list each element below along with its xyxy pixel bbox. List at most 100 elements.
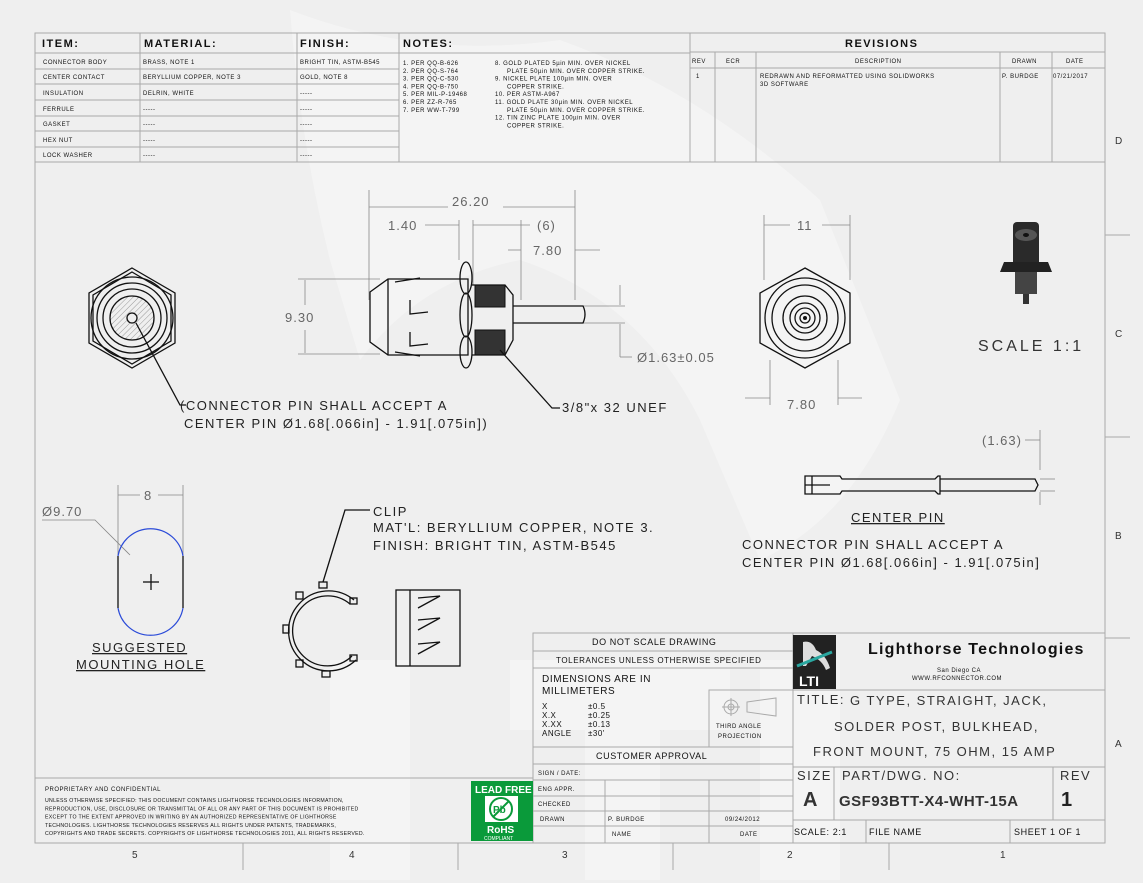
- projection-line-2: PROJECTION: [718, 734, 762, 740]
- item-header: ITEM:: [42, 38, 79, 50]
- bom-finish-cell: -----: [300, 122, 313, 128]
- badge-rohs: RoHS: [487, 825, 515, 836]
- note-item: 2. PER QQ-S-764: [403, 69, 459, 75]
- proprietary-title: PROPRIETARY AND CONFIDENTIAL: [45, 787, 161, 793]
- zone-col-3: 3: [562, 850, 568, 861]
- bom-item-cell: CENTER CONTACT: [43, 75, 105, 81]
- note-item: 5. PER MIL-P-19468: [403, 92, 468, 98]
- title-line-2: SOLDER POST, BULKHEAD,: [834, 719, 1039, 734]
- revision-description: REDRAWN AND REFORMATTED USING SOLIDWORKS: [760, 74, 935, 80]
- center-pin-label: CENTER PIN: [851, 510, 945, 525]
- watermark-logo: [290, 10, 900, 880]
- badge-pb-symbol: Pb: [493, 805, 506, 816]
- proprietary-line: EXCEPT TO THE EXTENT APPROVED IN WRITING…: [45, 815, 337, 821]
- bom-item-cell: CONNECTOR BODY: [43, 60, 107, 66]
- tolerance-value: ±0.13: [588, 720, 611, 729]
- tolerance-value: ±0.5: [588, 702, 606, 711]
- date-header: DATE: [740, 832, 758, 838]
- ecr-col-header: ECR: [726, 59, 740, 65]
- revision-description-cont: 3D SOFTWARE: [760, 82, 809, 88]
- pin-note-line-1: (CONNECTOR PIN SHALL ACCEPT A: [180, 398, 448, 413]
- company-logo: LTI: [793, 635, 836, 689]
- badge-lead-free: LEAD FREE: [475, 785, 532, 796]
- tolerance-value: ±30': [588, 729, 605, 738]
- dim-pin-length: 7.80: [533, 243, 562, 258]
- bom-item-cell: HEX NUT: [43, 138, 73, 144]
- title-line-1: G TYPE, STRAIGHT, JACK,: [850, 693, 1048, 708]
- note-item: COPPER STRIKE.: [507, 84, 564, 90]
- revisions-table: REVISIONS REV ECR DESCRIPTION DRAWN DATE…: [689, 32, 1106, 163]
- note-item: 9. NICKEL PLATE 100µin MIN. OVER: [495, 77, 612, 83]
- bom-item-cell: INSULATION: [43, 91, 84, 97]
- description-col-header: DESCRIPTION: [855, 59, 902, 65]
- part-number: GSF93BTT-X4-WHT-15A: [839, 793, 1019, 810]
- clip-finish: FINISH: BRIGHT TIN, ASTM-B545: [373, 538, 617, 553]
- front-view-right: [745, 215, 862, 405]
- note-item: 1. PER QQ-B-626: [403, 61, 459, 67]
- size-label: SIZE: [797, 768, 832, 783]
- dim-hole-width: 8: [144, 488, 152, 503]
- bom-finish-cell: -----: [300, 91, 313, 97]
- bom-item-cell: FERRULE: [43, 107, 75, 113]
- dim-thread-ref: (6): [537, 218, 556, 233]
- bom-item-cell: GASKET: [43, 122, 70, 128]
- zone-row-d: D: [1115, 136, 1122, 147]
- note-item: 12. TIN ZINC PLATE 100µin MIN. OVER: [495, 116, 621, 122]
- scale-value: SCALE: 2:1: [794, 827, 847, 837]
- bom-material-cell: -----: [143, 107, 156, 113]
- zone-ticks: [242, 234, 1130, 870]
- dim-hole-diameter: Ø9.70: [42, 504, 82, 519]
- bom-material-cell: -----: [143, 153, 156, 159]
- zone-row-b: B: [1115, 531, 1122, 542]
- dim-flange: 1.40: [388, 218, 417, 233]
- proprietary-line: COPYRIGHTS AND TRADE SECRETS. COPYRIGHTS…: [45, 831, 365, 837]
- center-pin-view: [804, 430, 1055, 505]
- clip-material: MAT'L: BERYLLIUM COPPER, NOTE 3.: [373, 520, 654, 535]
- tolerance-label: X.XX: [542, 720, 562, 729]
- drawn-label: DRAWN: [540, 817, 565, 823]
- note-item: 8. GOLD PLATED 5µin MIN. OVER NICKEL: [495, 61, 631, 67]
- zone-col-1: 1: [1000, 850, 1006, 861]
- badge-compliant: COMPLIANT: [484, 836, 513, 842]
- drawn-date: 09/24/2012: [725, 817, 760, 823]
- dim-height: 9.30: [285, 310, 314, 325]
- dim-center-pin-ref: (1.63): [982, 433, 1022, 448]
- tolerance-label: ANGLE: [542, 729, 572, 738]
- dim-pin-diameter: Ø1.63±0.05: [637, 350, 715, 365]
- zone-col-2: 2: [787, 850, 793, 861]
- bom-finish-cell: -----: [300, 138, 313, 144]
- rev-value: 1: [1061, 789, 1072, 811]
- bom-finish-cell: BRIGHT TIN, ASTM-B545: [300, 60, 380, 66]
- company-name: Lighthorse Technologies: [868, 641, 1085, 658]
- zone-row-a: A: [1115, 739, 1122, 750]
- note-item: 10. PER ASTM-A967: [495, 92, 560, 98]
- bom-material-cell: BERYLLIUM COPPER, NOTE 3: [143, 75, 241, 81]
- bom-material-cell: DELRIN, WHITE: [143, 91, 194, 97]
- proprietary-line: UNLESS OTHERWISE SPECIFIED: THIS DOCUMEN…: [45, 798, 344, 804]
- sign-date-label: SIGN / DATE:: [538, 771, 581, 777]
- mounting-hole: [42, 485, 184, 636]
- bom-finish-cell: -----: [300, 107, 313, 113]
- do-not-scale: DO NOT SCALE DRAWING: [592, 637, 717, 647]
- bom-material-cell: -----: [143, 122, 156, 128]
- date-col-header: DATE: [1066, 59, 1084, 65]
- eng-appr-label: ENG APPR.: [538, 787, 575, 793]
- mounting-hole-label-1: SUGGESTED: [92, 640, 187, 655]
- bom-item-cell: LOCK WASHER: [43, 153, 93, 159]
- tolerance-label: X: [542, 702, 548, 711]
- bom-material-cell: BRASS, NOTE 1: [143, 60, 195, 66]
- company-location: San Diego CA: [937, 668, 981, 674]
- zone-row-c: C: [1115, 329, 1122, 340]
- note-item: COPPER STRIKE.: [507, 123, 564, 129]
- rohs-badge: LEAD FREE Pb RoHS COMPLIANT: [471, 781, 533, 842]
- sheet-number: SHEET 1 OF 1: [1014, 827, 1081, 837]
- clip-view: [282, 509, 461, 678]
- tolerance-value: ±0.25: [588, 711, 611, 720]
- drawn-col-header: DRAWN: [1012, 59, 1037, 65]
- logo-text: LTI: [799, 673, 819, 689]
- size-value: A: [803, 789, 817, 811]
- center-pin-note-2: CENTER PIN Ø1.68[.066in] - 1.91[.075in]: [742, 555, 1040, 570]
- finish-header: FINISH:: [300, 38, 350, 50]
